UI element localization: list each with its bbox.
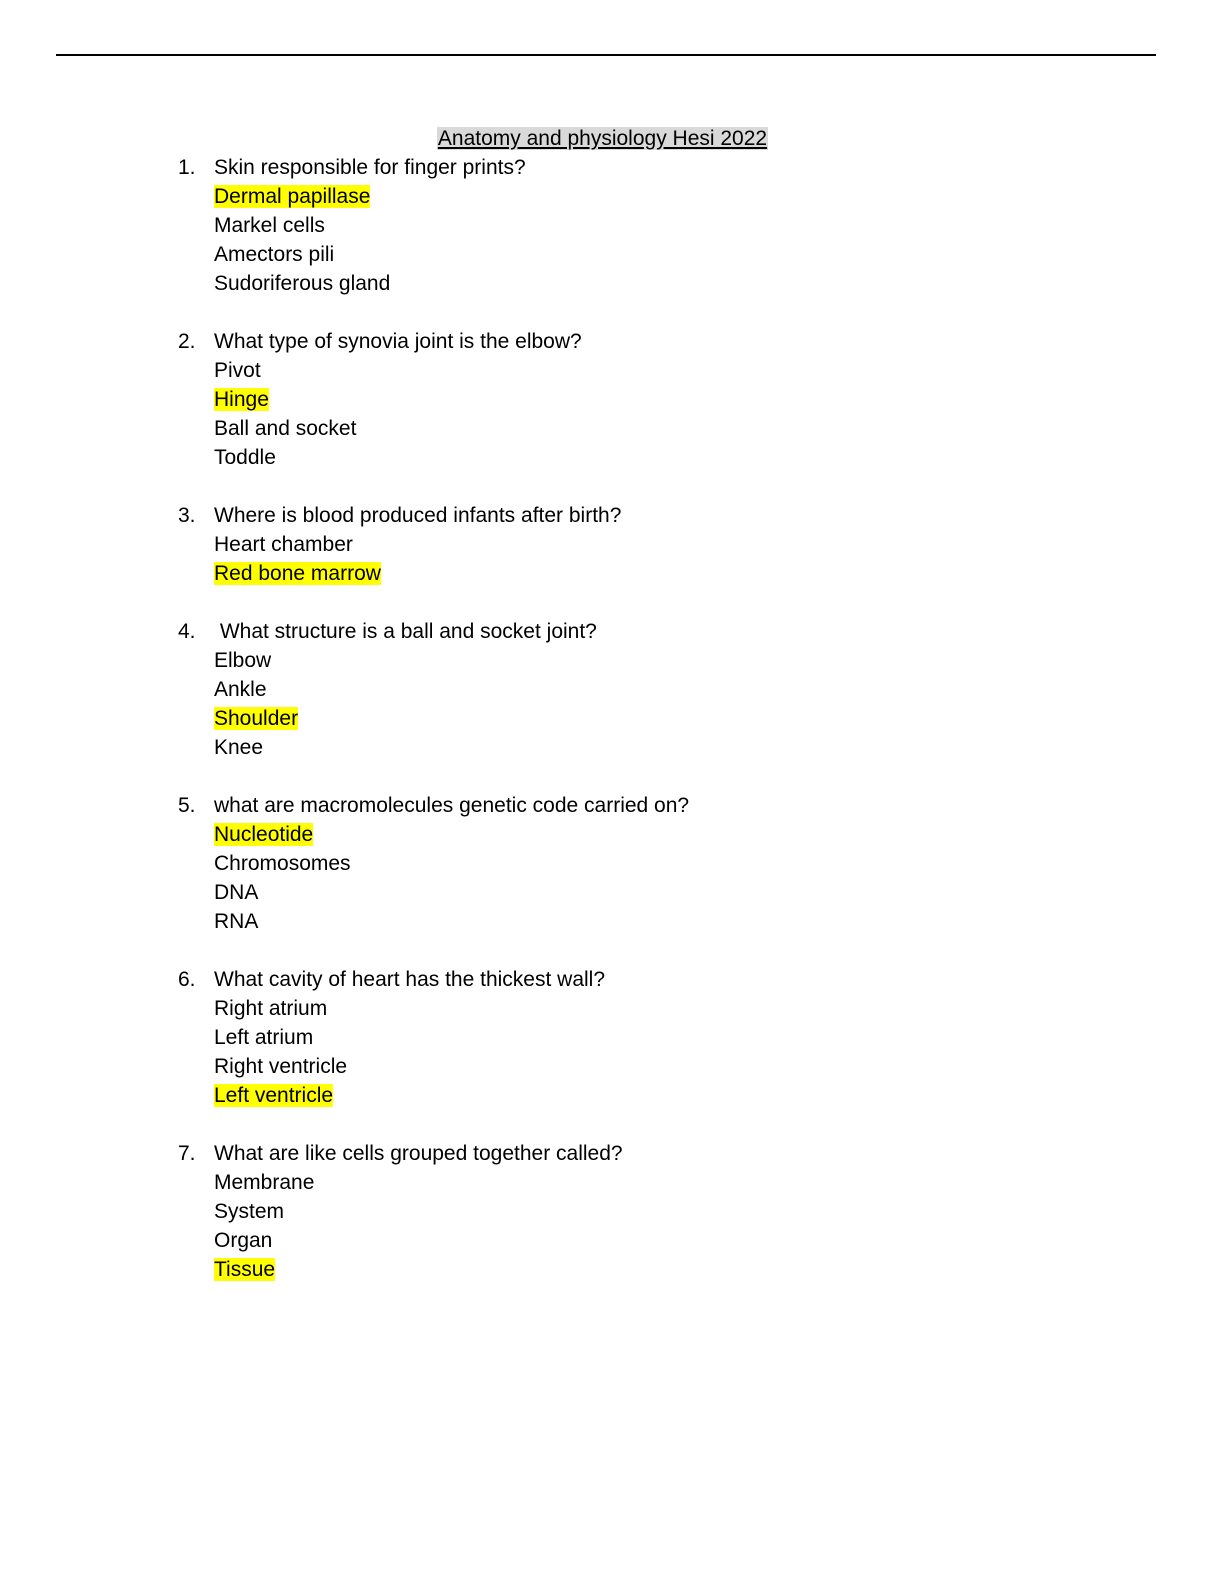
answer-text-highlighted: Red bone marrow xyxy=(214,562,381,585)
question-line: 6. What cavity of heart has the thickest… xyxy=(178,965,1078,994)
answer-text-highlighted: Hinge xyxy=(214,388,269,411)
answer-option: Toddle xyxy=(178,443,1078,472)
document-title: Anatomy and physiology Hesi 2022 xyxy=(0,124,1205,154)
answer-option: RNA xyxy=(178,907,1078,936)
document-title-text: Anatomy and physiology Hesi 2022 xyxy=(436,127,769,150)
answer-option: Hinge xyxy=(178,385,1078,414)
answer-option: Elbow xyxy=(178,646,1078,675)
question-6: 6. What cavity of heart has the thickest… xyxy=(178,965,1078,1110)
answer-text-highlighted: Left ventricle xyxy=(214,1084,334,1107)
question-text: Where is blood produced infants after bi… xyxy=(214,504,622,527)
answer-option: Membrane xyxy=(178,1168,1078,1197)
answer-option: Right atrium xyxy=(178,994,1078,1023)
answer-option: Markel cells xyxy=(178,211,1078,240)
question-line: 1. Skin responsible for finger prints? xyxy=(178,153,1078,182)
question-line: 4. What structure is a ball and socket j… xyxy=(178,617,1078,646)
question-number: 7. xyxy=(178,1142,196,1165)
answer-option: Sudoriferous gland xyxy=(178,269,1078,298)
answer-text: Membrane xyxy=(214,1171,315,1194)
question-number: 5. xyxy=(178,794,196,817)
answer-text: System xyxy=(214,1200,285,1223)
question-7: 7. What are like cells grouped together … xyxy=(178,1139,1078,1284)
question-line: 7. What are like cells grouped together … xyxy=(178,1139,1078,1168)
answer-text: Ankle xyxy=(214,678,267,701)
answer-option: Heart chamber xyxy=(178,530,1078,559)
answer-text: Pivot xyxy=(214,359,261,382)
answer-option: Tissue xyxy=(178,1255,1078,1284)
answer-text: Heart chamber xyxy=(214,533,353,556)
question-line: 3. Where is blood produced infants after… xyxy=(178,501,1078,530)
answer-text: Elbow xyxy=(214,649,272,672)
answer-option: Chromosomes xyxy=(178,849,1078,878)
answer-option: System xyxy=(178,1197,1078,1226)
question-number: 2. xyxy=(178,330,196,353)
answer-text: DNA xyxy=(214,881,259,904)
question-3: 3. Where is blood produced infants after… xyxy=(178,501,1078,588)
question-line: 2. What type of synovia joint is the elb… xyxy=(178,327,1078,356)
answer-text: Organ xyxy=(214,1229,273,1252)
question-number: 3. xyxy=(178,504,196,527)
answer-text-highlighted: Tissue xyxy=(214,1258,276,1281)
answer-text: Right ventricle xyxy=(214,1055,348,1078)
question-line: 5. what are macromolecules genetic code … xyxy=(178,791,1078,820)
answer-option: DNA xyxy=(178,878,1078,907)
question-text: What are like cells grouped together cal… xyxy=(214,1142,623,1165)
question-5: 5. what are macromolecules genetic code … xyxy=(178,791,1078,936)
answer-text: Toddle xyxy=(214,446,276,469)
answer-text-highlighted: Nucleotide xyxy=(214,823,314,846)
question-1: 1. Skin responsible for finger prints? D… xyxy=(178,153,1078,298)
question-number: 4. xyxy=(178,620,196,643)
answer-option: Pivot xyxy=(178,356,1078,385)
answer-text: Ball and socket xyxy=(214,417,357,440)
answer-option: Shoulder xyxy=(178,704,1078,733)
question-text: What type of synovia joint is the elbow? xyxy=(214,330,582,353)
question-text: what are macromolecules genetic code car… xyxy=(214,794,690,817)
answer-option: Organ xyxy=(178,1226,1078,1255)
answer-text: Right atrium xyxy=(214,997,328,1020)
question-number: 6. xyxy=(178,968,196,991)
answer-text: Left atrium xyxy=(214,1026,314,1049)
answer-option: Nucleotide xyxy=(178,820,1078,849)
question-list: 1. Skin responsible for finger prints? D… xyxy=(178,153,1078,1313)
answer-option: Right ventricle xyxy=(178,1052,1078,1081)
answer-option: Amectors pili xyxy=(178,240,1078,269)
answer-text: Sudoriferous gland xyxy=(214,272,391,295)
answer-text-highlighted: Dermal papillase xyxy=(214,185,371,208)
answer-option: Left ventricle xyxy=(178,1081,1078,1110)
answer-option: Knee xyxy=(178,733,1078,762)
answer-text-highlighted: Shoulder xyxy=(214,707,299,730)
answer-option: Red bone marrow xyxy=(178,559,1078,588)
answer-text: Knee xyxy=(214,736,264,759)
answer-option: Left atrium xyxy=(178,1023,1078,1052)
answer-option: Ball and socket xyxy=(178,414,1078,443)
answer-option: Dermal papillase xyxy=(178,182,1078,211)
question-text: What structure is a ball and socket join… xyxy=(214,620,597,643)
answer-text: Chromosomes xyxy=(214,852,351,875)
answer-text: Amectors pili xyxy=(214,243,335,266)
header-rule xyxy=(56,54,1156,56)
question-2: 2. What type of synovia joint is the elb… xyxy=(178,327,1078,472)
answer-text: Markel cells xyxy=(214,214,325,237)
question-4: 4. What structure is a ball and socket j… xyxy=(178,617,1078,762)
answer-option: Ankle xyxy=(178,675,1078,704)
question-text: Skin responsible for finger prints? xyxy=(214,156,526,179)
answer-text: RNA xyxy=(214,910,259,933)
question-text: What cavity of heart has the thickest wa… xyxy=(214,968,606,991)
question-number: 1. xyxy=(178,156,196,179)
